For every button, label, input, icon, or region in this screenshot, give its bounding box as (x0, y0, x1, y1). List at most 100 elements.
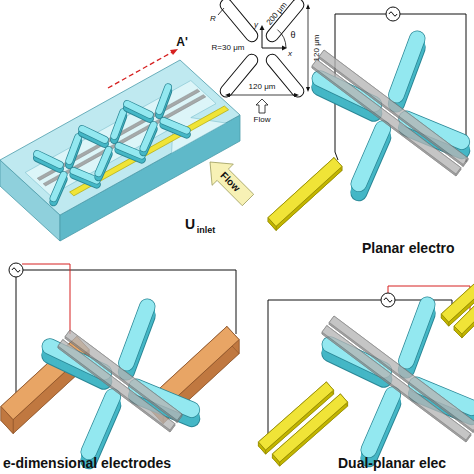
post-pillar (127, 104, 150, 119)
pillar-outline (226, 5, 252, 36)
ground-electrode (322, 326, 471, 442)
pillar-side (164, 122, 187, 132)
pillar-top (89, 397, 113, 452)
pillar-side (369, 396, 393, 451)
pillar-side (114, 113, 123, 137)
axis-y (262, 28, 263, 48)
pillar-top (82, 129, 105, 140)
planar-electrode (70, 106, 229, 196)
pillar-top (406, 305, 427, 361)
pillar-side (98, 151, 108, 174)
planar-electrode (272, 394, 347, 466)
axis-label: y (254, 21, 258, 29)
post-pillar (396, 39, 417, 104)
dimension-label: 120 μm (313, 35, 321, 62)
ac-source-wave (12, 268, 20, 272)
pillar-side (119, 147, 142, 157)
pillar-top (114, 112, 123, 136)
planar-electrode (454, 294, 474, 338)
flow-arrow (256, 99, 268, 113)
pillar-top-outline (82, 129, 105, 140)
pillar-top (53, 175, 63, 198)
ground-electrode-top (312, 60, 461, 174)
pillar-top-outline (406, 305, 427, 361)
pillar-side (159, 88, 168, 112)
pillar-outline (226, 60, 252, 91)
pillar-side (126, 308, 147, 364)
axis-head (260, 25, 265, 30)
pillar-top (74, 171, 97, 181)
inset-schematic (218, 4, 310, 113)
post-pillar (37, 154, 60, 169)
pillar-top-outline (98, 150, 108, 173)
pillar-top (98, 150, 108, 173)
angle-arc (277, 30, 286, 48)
dimension-head (225, 93, 230, 97)
post-pillar (74, 171, 97, 185)
pillar-top-outline (114, 112, 123, 136)
ac-source-circle (381, 293, 395, 307)
pillar-top-outline (164, 121, 187, 131)
pillar-side (69, 138, 78, 162)
post-pillar (98, 150, 108, 177)
ground-electrode-top (322, 326, 471, 440)
pillar-top-outline (69, 137, 78, 161)
dimension-label: 120 μm (249, 83, 276, 91)
pillar-side (143, 126, 153, 149)
pillar-top (369, 395, 393, 450)
dimension-label: R=30 μm (212, 44, 245, 52)
pillar-top (159, 87, 168, 111)
ground-electrode (58, 340, 175, 432)
pillar-side (37, 155, 60, 166)
flow-arrow (210, 162, 254, 206)
post-pillar (119, 146, 142, 160)
post-pillar (164, 121, 187, 135)
pillar-top (164, 121, 187, 131)
dimension-head (294, 93, 299, 97)
planar-electrode-panel (268, 7, 468, 230)
ground-electrode-top (65, 330, 182, 420)
planar-electrode-side (276, 166, 342, 230)
ground-electrode-top (58, 340, 175, 430)
post-pillar (369, 395, 393, 459)
dimension-head (306, 4, 310, 9)
ground-electrode-top (319, 50, 468, 164)
ac-source-wave (389, 12, 397, 16)
radius-pointer (218, 8, 224, 15)
pillar-top (69, 137, 78, 161)
velocity-subscript: inlet (197, 226, 216, 235)
pillar-side (127, 105, 150, 116)
ground-electrode (329, 316, 474, 432)
axis-label: x (288, 50, 292, 58)
pillar-top-outline (127, 104, 150, 115)
ground-electrode (65, 330, 182, 422)
post-pillar (53, 175, 63, 202)
pillar-top-outline (369, 395, 393, 450)
dimension-line (308, 6, 309, 90)
wire (23, 270, 236, 334)
post-pillar (406, 305, 427, 370)
pillar-fill (226, 60, 252, 91)
pillar-top-outline (89, 397, 113, 452)
panel-title: Planar electro (362, 241, 455, 255)
wire (16, 277, 17, 404)
post-pillar (82, 129, 105, 144)
ac-source-wave (384, 298, 392, 302)
ground-electrode (37, 89, 200, 180)
pillar-side (82, 130, 105, 141)
panel-title: e-dimensional electrodes (3, 456, 171, 470)
post-pillar (359, 129, 383, 193)
post-pillar (126, 307, 147, 372)
pillar-top-outline (119, 146, 142, 156)
planar-electrode-top (454, 294, 474, 334)
ac-source-circle (9, 263, 23, 277)
flow-label: Flow (218, 170, 241, 193)
pillar-top (143, 125, 153, 148)
planar-electrode-top (268, 158, 342, 227)
pillar-top-outline (126, 307, 147, 363)
ground-electrodes (322, 316, 474, 442)
ground-electrode (43, 95, 206, 186)
pillar-fill (226, 5, 252, 36)
radius-label: R (210, 15, 216, 23)
